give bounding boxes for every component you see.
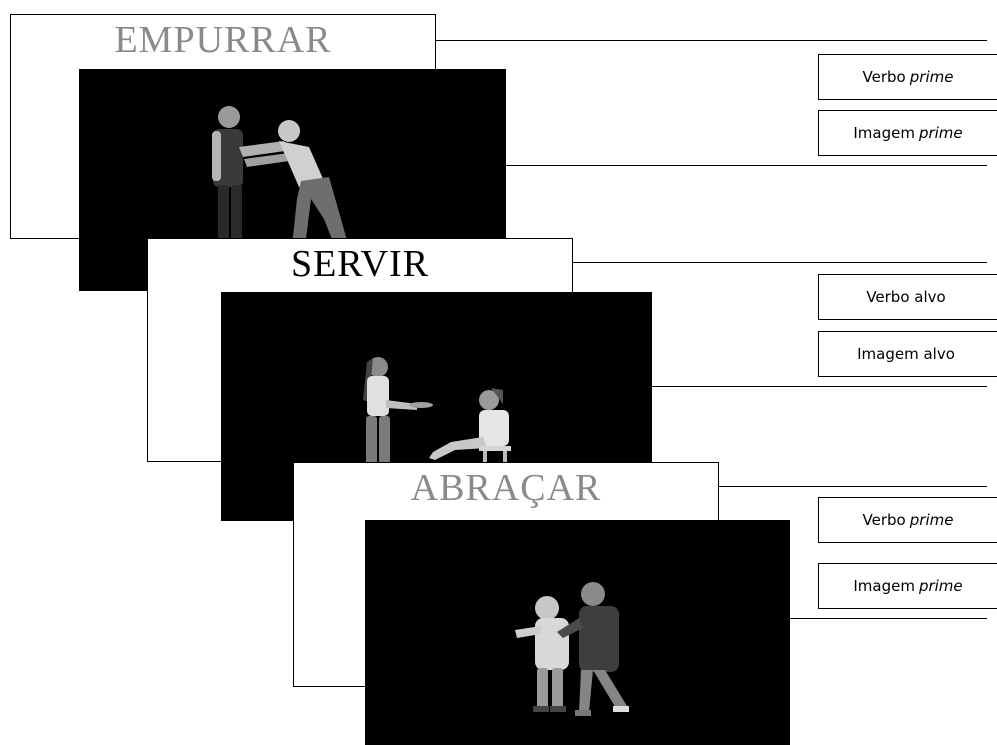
- label-main: Verbo: [862, 511, 906, 529]
- connector-line-2a: [573, 262, 987, 263]
- label-main: Imagem alvo: [857, 345, 955, 363]
- connector-line-1b: [506, 165, 987, 166]
- label-main: Imagem: [853, 577, 915, 595]
- target-verb-word: SERVIR: [290, 243, 430, 285]
- prime-verb-word-2: ABRAÇAR: [410, 467, 602, 509]
- prime-image-2: [365, 520, 790, 745]
- label-box-2a: Verbo alvo: [818, 274, 997, 320]
- label-main: Verbo alvo: [866, 288, 946, 306]
- connector-line-3b: [790, 618, 987, 619]
- connector-line-3a: [719, 486, 987, 487]
- label-main: Verbo: [862, 68, 906, 86]
- label-box-2b: Imagem alvo: [818, 331, 997, 377]
- connector-line-1a: [436, 40, 987, 41]
- prime-verb-word-1: EMPURRAR: [114, 19, 332, 61]
- label-emphasis: prime: [918, 577, 963, 595]
- people-hugging-photo-icon: [515, 582, 629, 716]
- label-emphasis: prime: [918, 124, 963, 142]
- label-main: Imagem: [853, 124, 915, 142]
- label-emphasis: prime: [909, 68, 954, 86]
- people-serving-photo-icon: [363, 357, 511, 471]
- people-pushing-photo-icon: [212, 106, 353, 260]
- connector-line-2b: [652, 386, 987, 387]
- label-emphasis: prime: [909, 511, 954, 529]
